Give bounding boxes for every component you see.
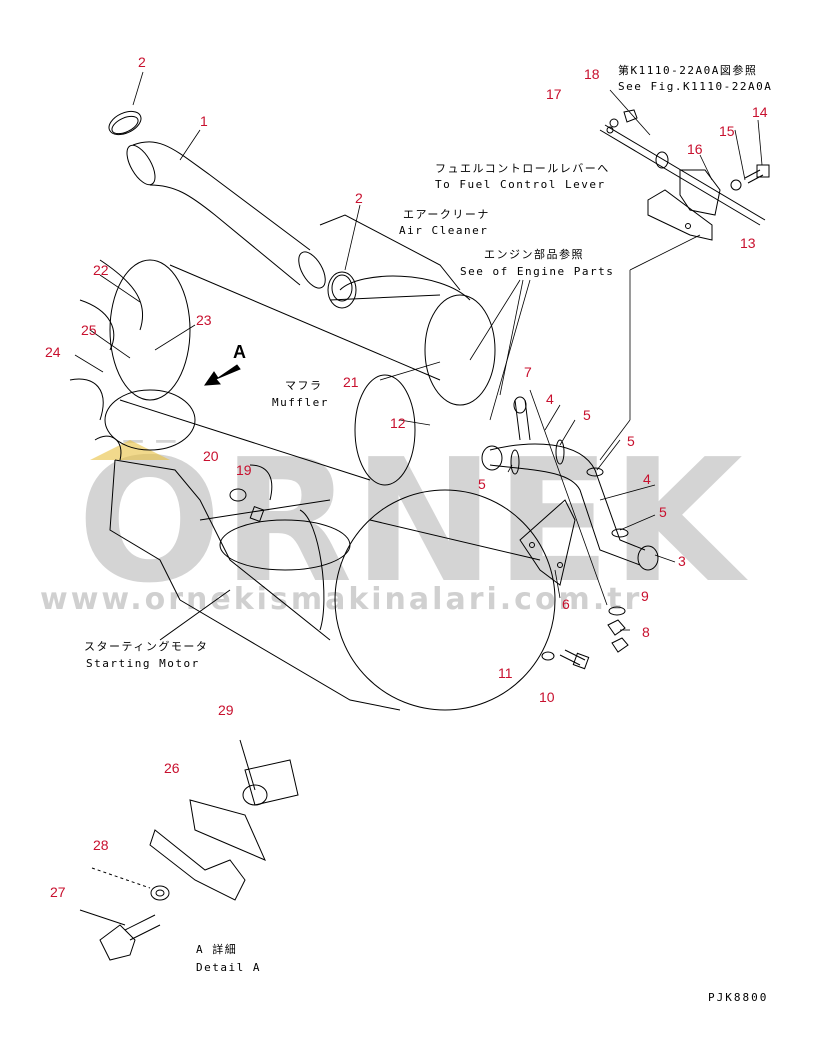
part-number-5: 5	[659, 504, 667, 520]
part-number-23: 23	[196, 312, 212, 328]
part-number-11: 11	[498, 665, 513, 681]
part-number-21: 21	[343, 374, 359, 390]
part-number-25: 25	[81, 322, 97, 338]
starting-motor-label-en: Starting Motor	[86, 657, 200, 670]
see-fig-label-jp: 第K1110-22A0A図参照	[618, 64, 758, 77]
engine-parts-label-en: See of Engine Parts	[460, 265, 615, 278]
engine-parts-label-jp: エンジン部品参照	[484, 248, 584, 261]
part-number-5: 5	[478, 476, 486, 492]
part-number-20: 20	[203, 448, 219, 464]
part-number-22: 22	[93, 262, 109, 278]
detail-a-label-jp: A 詳細	[196, 943, 238, 956]
washer-part-9	[608, 606, 626, 616]
bracket-part-13	[647, 189, 713, 241]
part-number-6: 6	[562, 596, 570, 612]
view-a-arrow-icon	[203, 364, 241, 386]
part-number-14: 14	[752, 104, 768, 120]
detail-a-label-en: Detail A	[196, 961, 261, 974]
watermark-url: www.ornekismakinalari.com.tr	[40, 582, 643, 617]
engine-block	[109, 459, 401, 711]
part-number-28: 28	[93, 837, 109, 853]
watermark-accent-icon	[90, 440, 170, 460]
u-bolt-part-7	[513, 396, 531, 441]
part-number-15: 15	[719, 123, 735, 139]
air-hose-part-1	[126, 141, 326, 289]
part-number-27: 27	[50, 884, 66, 900]
muffler-label-en: Muffler	[272, 396, 329, 409]
part-number-13: 13	[740, 235, 756, 251]
bracket-part-16	[679, 169, 721, 216]
air-cleaner	[319, 214, 496, 406]
bracket-part-6	[519, 499, 576, 586]
part-number-24: 24	[45, 344, 61, 360]
part-number-1: 1	[200, 113, 208, 129]
part-number-17: 17	[546, 86, 562, 102]
drawing-code: PJK8800	[708, 991, 769, 1004]
nut-part-18	[623, 109, 638, 123]
part-number-18: 18	[584, 66, 600, 82]
fuel-lever-label-jp: フュエルコントロールレバーへ	[435, 162, 610, 175]
part-number-4: 4	[643, 471, 651, 487]
muffler-label-jp: マフラ	[285, 379, 323, 392]
leader-lines	[74, 71, 763, 631]
nut-part-8	[607, 619, 629, 653]
fuel-lever-label-en: To Fuel Control Lever	[435, 178, 606, 191]
starting-motor-leader	[159, 589, 231, 641]
part-number-12: 12	[390, 415, 406, 431]
part-number-26: 26	[164, 760, 180, 776]
air-cleaner-label-en: Air Cleaner	[399, 224, 489, 237]
part-number-10: 10	[539, 689, 555, 705]
washer-part-11	[541, 651, 555, 661]
muffler	[109, 259, 441, 486]
detail-a-illustration	[79, 739, 299, 961]
bolt-part-14	[744, 164, 770, 184]
part-number-3: 3	[678, 553, 686, 569]
part-number-5: 5	[627, 433, 635, 449]
washer-part-17	[609, 118, 619, 128]
see-fig-label-en: See Fig.K1110-22A0A	[618, 80, 773, 93]
part-number-16: 16	[687, 141, 703, 157]
part-number-9: 9	[641, 588, 649, 604]
washer-part-15	[730, 179, 742, 191]
part-number-8: 8	[642, 624, 650, 640]
part-number-7: 7	[524, 364, 532, 380]
part-number-2: 2	[355, 190, 363, 206]
starting-motor-wire	[229, 464, 273, 522]
air-cleaner-label-jp: エアークリーナ	[403, 208, 490, 221]
part-number-5: 5	[583, 407, 591, 423]
part-number-29: 29	[218, 702, 234, 718]
bolt-part-10	[559, 649, 590, 670]
part-number-2: 2	[138, 54, 146, 70]
view-a-marker: A	[233, 342, 246, 362]
hose-assembly	[481, 439, 659, 571]
hose-clamp-part-2	[108, 110, 142, 136]
part-number-19: 19	[236, 462, 252, 478]
part-number-4: 4	[546, 391, 554, 407]
flywheel-housing	[334, 489, 556, 711]
cooling-fan	[69, 259, 196, 461]
starting-motor-label-jp: スターティングモータ	[84, 640, 209, 653]
fuel-control-rod	[599, 124, 766, 226]
